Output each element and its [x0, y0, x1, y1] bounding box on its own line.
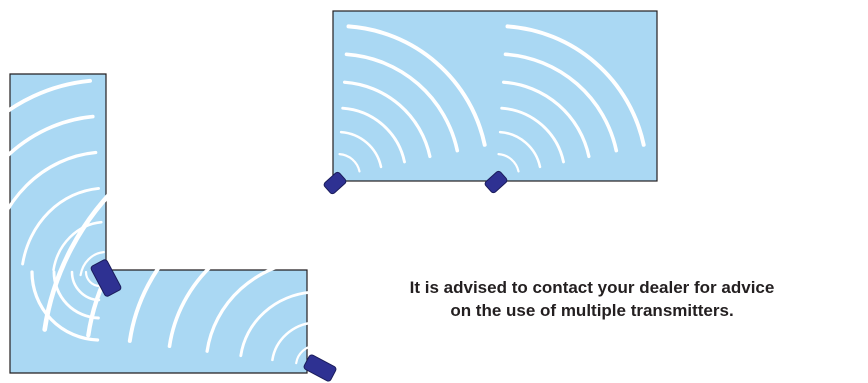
advice-note-line-1: It is advised to contact your dealer for… — [318, 276, 866, 299]
l-shaped-room-outline — [10, 74, 307, 373]
rectangular-room-outline — [333, 11, 657, 181]
transmitter-icon — [303, 354, 337, 382]
advice-note: It is advised to contact your dealer for… — [318, 276, 866, 322]
l-shaped-room — [0, 74, 337, 382]
advice-note-line-2: on the use of multiple transmitters. — [318, 299, 866, 322]
rectangular-room — [323, 11, 657, 195]
